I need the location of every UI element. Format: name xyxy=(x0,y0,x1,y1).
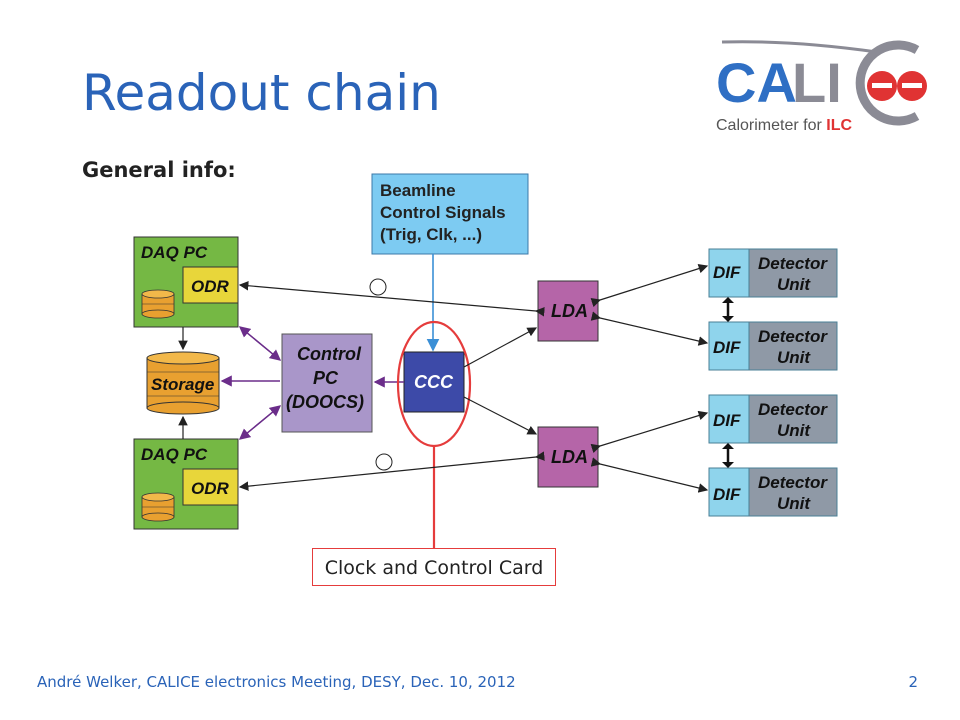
link-bottom-circle-icon xyxy=(375,453,393,471)
odr-top-box xyxy=(182,266,239,304)
ccc-callout-box: Clock and Control Card xyxy=(312,548,556,586)
detector-group-4 xyxy=(708,467,838,517)
control-pc-links xyxy=(220,326,282,440)
daq-bottom-disk-icon xyxy=(141,492,175,522)
control-pc-line1: Control xyxy=(297,344,362,364)
dif-1-label: DIF xyxy=(713,263,741,282)
control-pc-box xyxy=(281,333,373,433)
ccc-label: CCC xyxy=(414,372,454,392)
logo-c-ring-icon xyxy=(855,40,920,126)
dif-3-label: DIF xyxy=(713,411,741,430)
ccc-to-lda-bottom-arrow xyxy=(463,396,538,435)
daq-pc-top-label: DAQ PC xyxy=(141,243,208,262)
dif-link-bottom-icon xyxy=(722,443,734,468)
logo-tagline-ilc: ILC xyxy=(826,117,852,134)
beamline-line2: Control Signals xyxy=(380,203,506,222)
detector-group-2 xyxy=(708,321,838,371)
detector-unit-3-line2: Unit xyxy=(777,421,811,440)
lda-bottom-dif-4-link xyxy=(590,457,709,493)
detector-unit-2-line2: Unit xyxy=(777,348,811,367)
lda-bottom-odr-link xyxy=(238,451,545,491)
logo-tagline: Calorimeter for ILC xyxy=(716,117,852,134)
lda-bottom-label: LDA xyxy=(551,447,588,467)
detector-unit-1-line2: Unit xyxy=(777,275,811,294)
detector-unit-2-line1: Detector xyxy=(758,327,828,346)
lda-top-dif-1-link xyxy=(590,263,709,308)
daq-pc-bottom-label: DAQ PC xyxy=(141,445,208,464)
control-pc-line2: PC xyxy=(313,368,339,388)
section-subtitle: General info: xyxy=(82,158,236,182)
logo-e-bar-icon xyxy=(872,83,892,88)
beamline-line1: Beamline xyxy=(380,181,456,200)
page-title: Readout chain xyxy=(82,64,441,122)
detector-group-1 xyxy=(708,248,838,298)
logo-li-text: LI xyxy=(792,51,842,114)
daq-top-disk-icon xyxy=(141,289,175,319)
page-number: 2 xyxy=(908,673,918,691)
calice-logo: CA LI Calorimeter for ILC xyxy=(716,40,927,134)
lda-top-odr-link xyxy=(238,280,545,317)
storage-cylinder xyxy=(146,351,220,415)
beamline-signals-box xyxy=(371,173,529,255)
link-top-circle-icon xyxy=(369,278,387,296)
dif-4-label: DIF xyxy=(713,485,741,504)
odr-bottom-box xyxy=(182,468,239,506)
lda-bottom-box xyxy=(537,426,599,488)
lda-top-box xyxy=(537,280,599,342)
logo-e-bar-icon xyxy=(902,83,922,88)
lda-bottom-dif-3-link xyxy=(590,410,709,454)
beamline-line3: (Trig, Clk, ...) xyxy=(380,225,482,244)
logo-swoosh-icon xyxy=(721,40,878,54)
ccc-to-lda-top-arrow xyxy=(463,327,538,368)
detector-unit-1-line1: Detector xyxy=(758,254,828,273)
logo-tagline-main: Calorimeter for xyxy=(716,117,826,134)
odr-top-label: ODR xyxy=(191,277,230,296)
detector-unit-3-line1: Detector xyxy=(758,400,828,419)
logo-cal-text: CA xyxy=(716,51,797,114)
dif-2-label: DIF xyxy=(713,338,741,357)
detector-unit-4-line2: Unit xyxy=(777,494,811,513)
dif-link-top-icon xyxy=(722,297,734,322)
lda-top-dif-2-link xyxy=(590,311,709,346)
footer-text: André Welker, CALICE electronics Meeting… xyxy=(37,673,516,691)
detector-unit-4-line1: Detector xyxy=(758,473,828,492)
control-pc-line3: (DOOCS) xyxy=(286,392,364,412)
odr-bottom-label: ODR xyxy=(191,479,230,498)
storage-label: Storage xyxy=(151,375,214,394)
lda-top-label: LDA xyxy=(551,301,588,321)
detector-group-3 xyxy=(708,394,838,444)
